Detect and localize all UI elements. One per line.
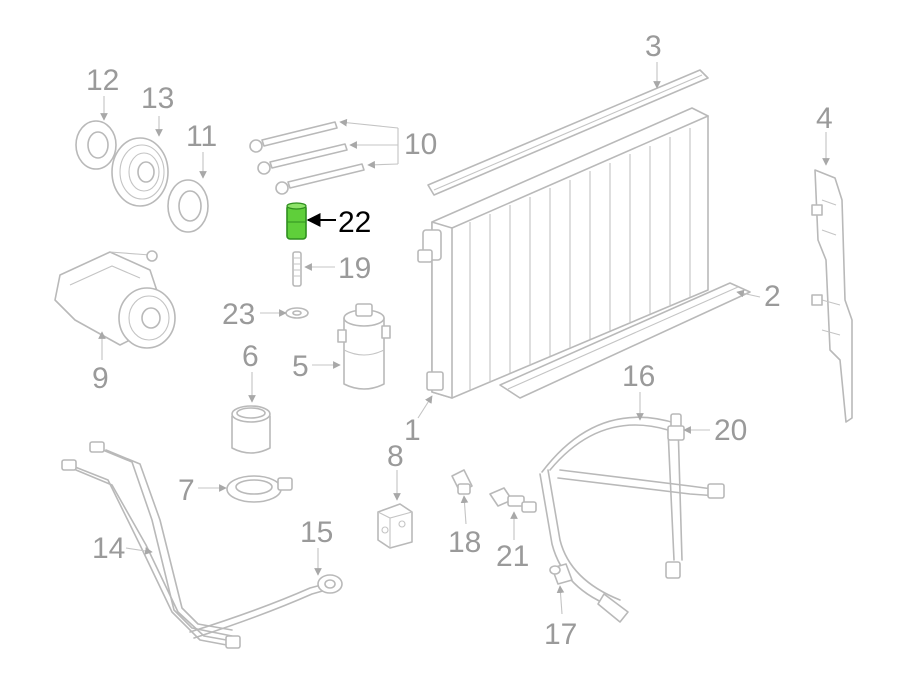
callout-leaders	[98, 62, 830, 615]
part-23-washer[interactable]	[285, 307, 309, 319]
callout-16[interactable]: 16	[622, 360, 655, 393]
callout-14[interactable]: 14	[92, 532, 125, 565]
callout-2[interactable]: 2	[764, 280, 781, 313]
callout-1[interactable]: 1	[404, 414, 421, 447]
part-20-pressure-switch[interactable]	[667, 413, 685, 441]
callout-11[interactable]: 11	[186, 120, 217, 153]
part-15-hose-fitting[interactable]	[189, 574, 343, 639]
callout-8[interactable]: 8	[387, 440, 404, 473]
callout-21[interactable]: 21	[496, 540, 529, 573]
callout-9[interactable]: 9	[92, 362, 109, 395]
callout-18[interactable]: 18	[448, 526, 481, 559]
callout-23[interactable]: 23	[222, 298, 255, 331]
callout-13[interactable]: 13	[141, 82, 174, 115]
part-2-lower-seal[interactable]	[499, 282, 751, 399]
part-22-sleeve[interactable]	[286, 202, 307, 240]
part-1-condenser[interactable]	[417, 107, 709, 399]
callout-labels: 1 2 3 4 5 6 7 8 9 10 11 12 13 14 15 16 1…	[86, 30, 833, 651]
part-5-receiver-drier[interactable]	[337, 303, 391, 390]
callout-22[interactable]: 22	[338, 206, 371, 239]
part-3-upper-seal[interactable]	[427, 69, 709, 196]
part-13-pulley[interactable]	[111, 137, 169, 207]
callout-20[interactable]: 20	[714, 414, 747, 447]
part-19-stud[interactable]	[292, 251, 302, 287]
part-17-service-port[interactable]	[549, 563, 573, 585]
part-8-mount-bracket[interactable]	[377, 503, 413, 549]
part-7-clamp[interactable]	[226, 475, 293, 503]
callout-19[interactable]: 19	[338, 252, 371, 285]
part-21-valve-fitting[interactable]	[489, 487, 537, 513]
part-12-clutch-plate[interactable]	[75, 120, 117, 170]
callout-15[interactable]: 15	[300, 516, 333, 549]
callout-6[interactable]: 6	[242, 340, 259, 373]
part-14-hose-assembly[interactable]	[61, 441, 241, 649]
part-9-compressor[interactable]	[54, 250, 176, 349]
callout-5[interactable]: 5	[292, 350, 309, 383]
callout-12[interactable]: 12	[86, 64, 119, 97]
part-10-mounting-bolts[interactable]	[249, 121, 365, 195]
part-16-suction-hose[interactable]	[539, 416, 725, 623]
part-11-coil[interactable]	[167, 179, 209, 233]
callout-3[interactable]: 3	[645, 30, 662, 63]
part-6-drier-bracket[interactable]	[231, 405, 271, 454]
callout-17[interactable]: 17	[544, 618, 577, 651]
callout-7[interactable]: 7	[178, 474, 195, 507]
part-18-valve[interactable]	[451, 469, 473, 495]
callout-10[interactable]: 10	[404, 128, 437, 161]
part-4-side-bracket[interactable]	[811, 169, 853, 423]
callout-4[interactable]: 4	[816, 102, 833, 135]
